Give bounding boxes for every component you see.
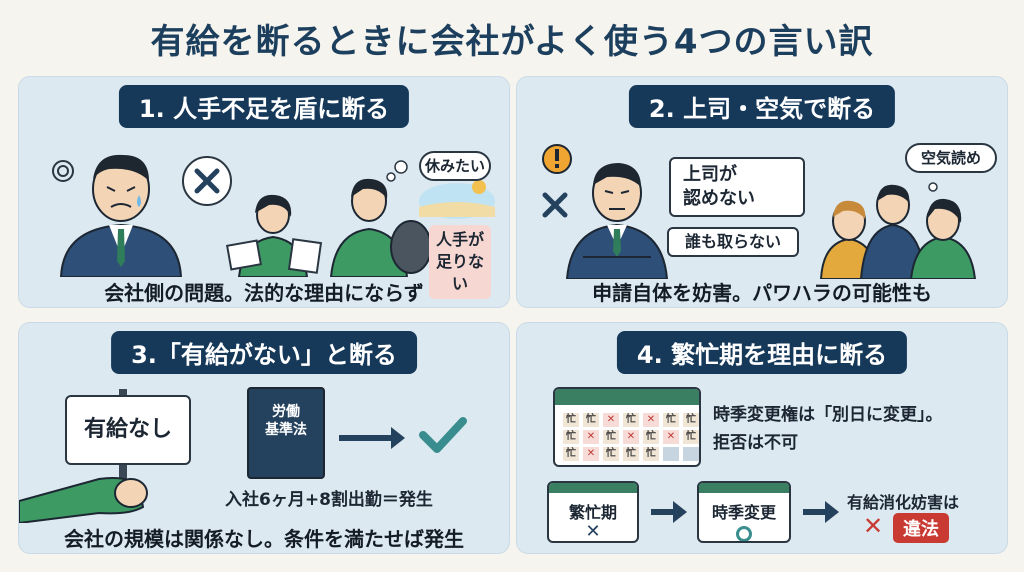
manager-figure: [59, 154, 183, 277]
panel-heading: 2. 上司・空気で断る: [628, 85, 896, 128]
calendar-cell: 忙: [563, 447, 579, 461]
boss-refuse-line1: 上司が: [683, 164, 737, 185]
panel-staff-shortage: 1. 人手不足を盾に断る: [18, 76, 510, 308]
book-line1: 労働: [272, 404, 300, 420]
calendar-cell: 忙: [683, 430, 699, 444]
calendar-cell: 忙: [563, 430, 579, 444]
panel-caption: 会社の規模は関係なし。条件を満たせば発生: [64, 527, 464, 551]
panel-heading: 4. 繁忙期を理由に断る: [616, 331, 908, 374]
panel-caption: 申請自体を妨害。パワハラの可能性も: [592, 281, 932, 305]
calendar-cell: ✕: [643, 413, 659, 427]
no-leave-sign: 有給なし: [65, 395, 191, 465]
checkmark-icon: [419, 417, 467, 453]
shortage-tag: 人手が 足りない: [429, 225, 491, 299]
calendar-cell: ✕: [583, 447, 599, 461]
calendar-cell: 忙: [643, 430, 659, 444]
shortage-tag-line2: 足りない: [435, 252, 484, 293]
boss-refuse-card: 上司が 認めない: [669, 157, 805, 217]
arrow-right-icon: [825, 501, 839, 523]
seasonal-change-note: 時季変更権は「別日に変更」。 拒否は不可: [713, 401, 943, 457]
staff-shortage-illustration: [52, 154, 495, 277]
calendar-cell: 忙: [563, 413, 579, 427]
worker-man-figure: [329, 178, 432, 277]
boss-figure: [565, 163, 669, 279]
note-line2: 拒否は不可: [713, 433, 798, 453]
read-air-bubble: 空気読め: [905, 143, 997, 173]
flow-busy-label: 繁忙期: [568, 503, 617, 522]
calendar-cell: 忙: [583, 413, 599, 427]
calendar-cell: ✕: [663, 430, 679, 444]
labor-law-book: 労働 基準法: [247, 387, 325, 479]
calendar-cell: 忙: [623, 413, 639, 427]
stress-icon: [52, 160, 74, 182]
calendar-cell: [663, 447, 679, 461]
boss-atmosphere-illustration: [542, 144, 977, 279]
note-line1: 時季変更権は「別日に変更」。: [713, 405, 943, 425]
formula-text: 入社6ヶ月+8割出勤＝発生: [225, 490, 433, 510]
panel-heading: 3.「有給がない」と断る: [111, 331, 417, 374]
arrow-shaft: [339, 435, 393, 441]
x-mark-icon: ✕: [585, 521, 601, 542]
calendar-cell: 忙: [603, 430, 619, 444]
calendar-cell: 忙: [663, 413, 679, 427]
flow-change-label: 時季変更: [711, 503, 776, 522]
book-line2: 基準法: [265, 422, 307, 438]
calendar-cell: 忙: [683, 413, 699, 427]
panel-caption: 会社側の問題。法的な理由にならず: [104, 281, 424, 305]
calendar-cell: ✕: [623, 430, 639, 444]
arrow-shaft: [651, 509, 675, 515]
result-label: 有給消化妨害は: [847, 493, 960, 512]
panel-busy-season: 4. 繁忙期を理由に断る 忙忙✕忙✕忙忙忙✕忙✕忙✕忙忙✕忙忙忙 時季変更権は「…: [516, 322, 1008, 554]
circle-mark-icon: [736, 526, 752, 541]
illegal-badge: 違法: [893, 513, 949, 543]
arrow-right-icon: [673, 501, 687, 523]
calendar-cell: 忙: [643, 447, 659, 461]
panel-heading: 1. 人手不足を盾に断る: [118, 85, 410, 128]
warning-icon: [542, 144, 572, 174]
x-mark-icon: [542, 192, 568, 218]
flow-busy-box: 繁忙期 ✕: [547, 481, 639, 543]
calendar-cell: ✕: [603, 413, 619, 427]
calendar-cell: [683, 447, 699, 461]
worker-woman-figure: [225, 194, 323, 277]
shortage-tag-line1: 人手が: [435, 230, 484, 249]
boss-refuse-line2: 認めない: [683, 188, 755, 209]
calendar-cell: ✕: [583, 430, 599, 444]
x-mark-icon: [182, 156, 232, 206]
x-mark-icon: ✕: [863, 512, 884, 540]
arrow-shaft: [803, 509, 827, 515]
flow-change-box: 時季変更: [697, 481, 791, 543]
thought-bubble: 休みたい: [419, 151, 491, 181]
calendar-cell: 忙: [623, 447, 639, 461]
busy-calendar: 忙忙✕忙✕忙忙忙✕忙✕忙✕忙忙✕忙忙忙: [553, 387, 701, 467]
nobody-takes-card: 誰も取らない: [667, 227, 799, 257]
beach-icon: [419, 180, 495, 219]
calendar-cell: 忙: [603, 447, 619, 461]
group-figures: [819, 184, 977, 279]
panel-boss-atmosphere: 2. 上司・空気で断る: [516, 76, 1008, 308]
page-title: 有給を断るときに会社がよく使う4つの言い訳: [150, 22, 874, 62]
arrow-right-icon: [391, 427, 405, 449]
panel-no-leave: 3.「有給がない」と断る 有給なし 労働 基準法 入社6ヶ月+8割出勤＝発生 会…: [18, 322, 510, 554]
